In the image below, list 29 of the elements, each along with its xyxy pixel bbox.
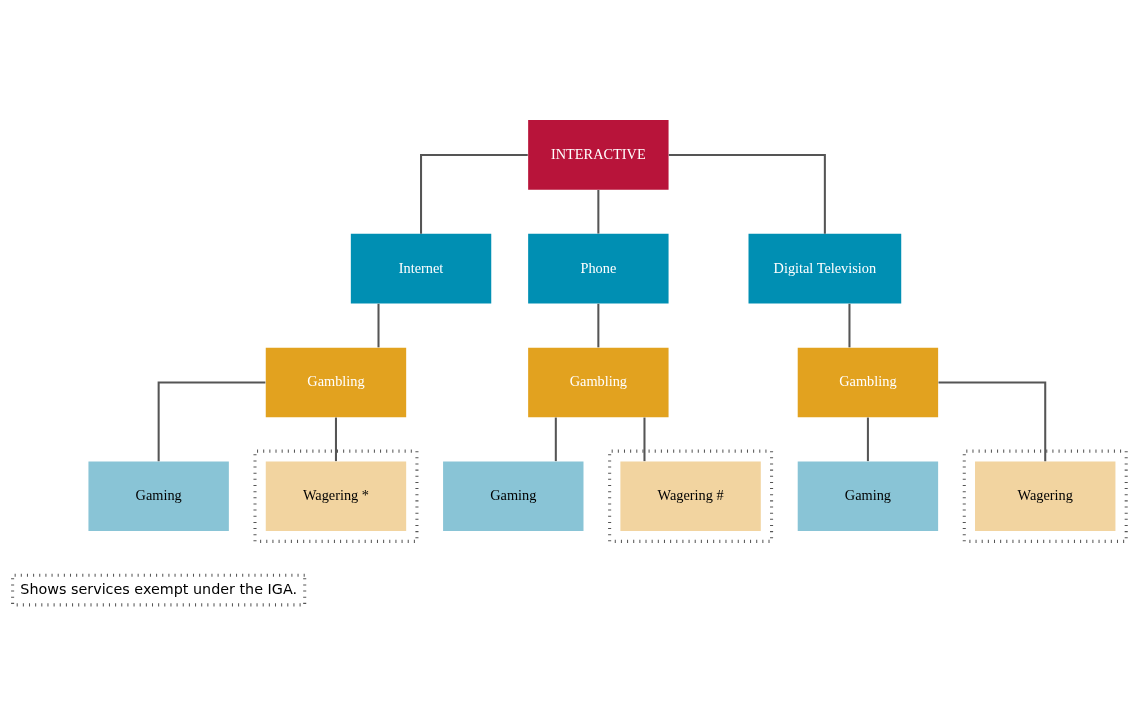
node-box: Gaming: [88, 460, 229, 531]
connector: [554, 417, 557, 461]
legend-label: Shows services exempt under the IGA.: [20, 580, 297, 597]
connector: [866, 417, 869, 461]
node-box: Phone: [528, 233, 669, 304]
node-box: Digital Television: [748, 233, 902, 304]
node-box: Gambling: [265, 347, 407, 417]
connector: [377, 303, 380, 347]
node-box: Gaming: [797, 460, 939, 531]
node-box: Internet: [350, 233, 492, 304]
node-box: Gaming: [443, 460, 584, 531]
cluster: [253, 449, 419, 543]
connector: [643, 417, 646, 461]
cluster: [962, 449, 1128, 543]
connector: [848, 303, 851, 347]
connector: [420, 153, 528, 234]
node-box: Wagering #: [620, 460, 761, 531]
connector: [938, 380, 1047, 461]
node-box: Wagering: [975, 460, 1116, 531]
cluster: [608, 449, 774, 543]
connector: [668, 153, 826, 234]
node-box: Gambling: [797, 347, 939, 417]
node-box: Wagering *: [265, 460, 407, 531]
connector: [334, 417, 337, 461]
connector: [157, 380, 266, 461]
node-box: INTERACTIVE: [528, 119, 669, 190]
node-box: Gambling: [528, 347, 669, 417]
connector: [597, 303, 600, 347]
connector: [597, 189, 600, 234]
